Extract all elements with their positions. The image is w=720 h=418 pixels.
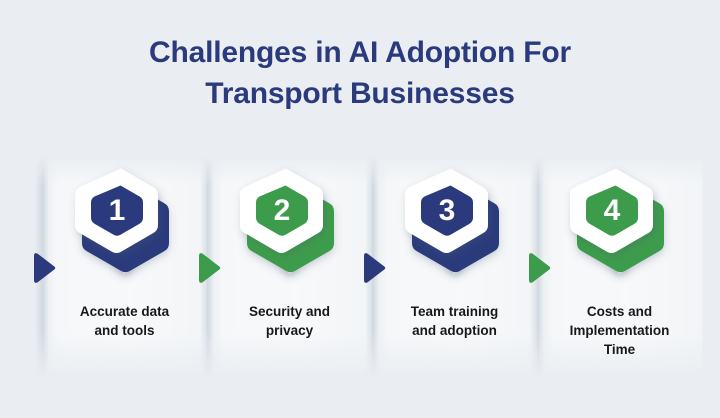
step-badge: 1 [60, 150, 190, 290]
step-item-4[interactable]: 4 Costs and Implementation Time [529, 150, 702, 418]
step-badge: 4 [555, 150, 685, 290]
badge-number: 3 [438, 194, 455, 227]
step-caption: Costs and Implementation Time [537, 302, 702, 359]
title-line-2: Transport Businesses [205, 77, 515, 111]
arrow-icon [31, 251, 57, 285]
arrow-shape [199, 253, 221, 283]
caption-line: and tools [94, 323, 155, 339]
caption-line: Time [603, 342, 636, 358]
arrow-shape [34, 253, 56, 283]
arrow-icon [361, 251, 387, 285]
steps-row: 1 Accurate data and tools [0, 150, 720, 418]
arrow-icon [196, 251, 222, 285]
arrow-shape [529, 253, 551, 283]
badge-inner-hex [420, 185, 473, 236]
step-caption: Team training and adoption [372, 302, 537, 340]
caption-line: Accurate data [79, 304, 170, 319]
step-item-1[interactable]: 1 Accurate data and tools [34, 150, 207, 418]
step-caption: Security and privacy [207, 302, 372, 340]
caption-line: Security and [248, 304, 331, 319]
badge-number: 2 [273, 194, 290, 227]
step-badge: 2 [225, 150, 355, 290]
step-item-3[interactable]: 3 Team training and adoption [364, 150, 537, 418]
badge-inner-hex [585, 185, 638, 236]
arrow-shape [364, 253, 386, 283]
step-caption: Accurate data and tools [42, 302, 207, 340]
caption-line: Implementation [569, 323, 670, 339]
caption-line: Costs and [586, 304, 653, 319]
step-item-2[interactable]: 2 Security and privacy [199, 150, 372, 418]
page-title: Challenges in AI Adoption For Transport … [0, 32, 720, 115]
badge-number: 1 [108, 194, 125, 227]
badge-inner-hex [90, 185, 143, 236]
badge-number: 4 [603, 194, 620, 227]
badge-inner-hex [255, 185, 308, 236]
arrow-icon [526, 251, 552, 285]
caption-line: and adoption [412, 323, 497, 339]
title-line-1: Challenges in AI Adoption For [149, 36, 571, 69]
step-badge: 3 [390, 150, 520, 290]
caption-line: Team training [410, 304, 499, 319]
caption-line: privacy [265, 323, 314, 339]
